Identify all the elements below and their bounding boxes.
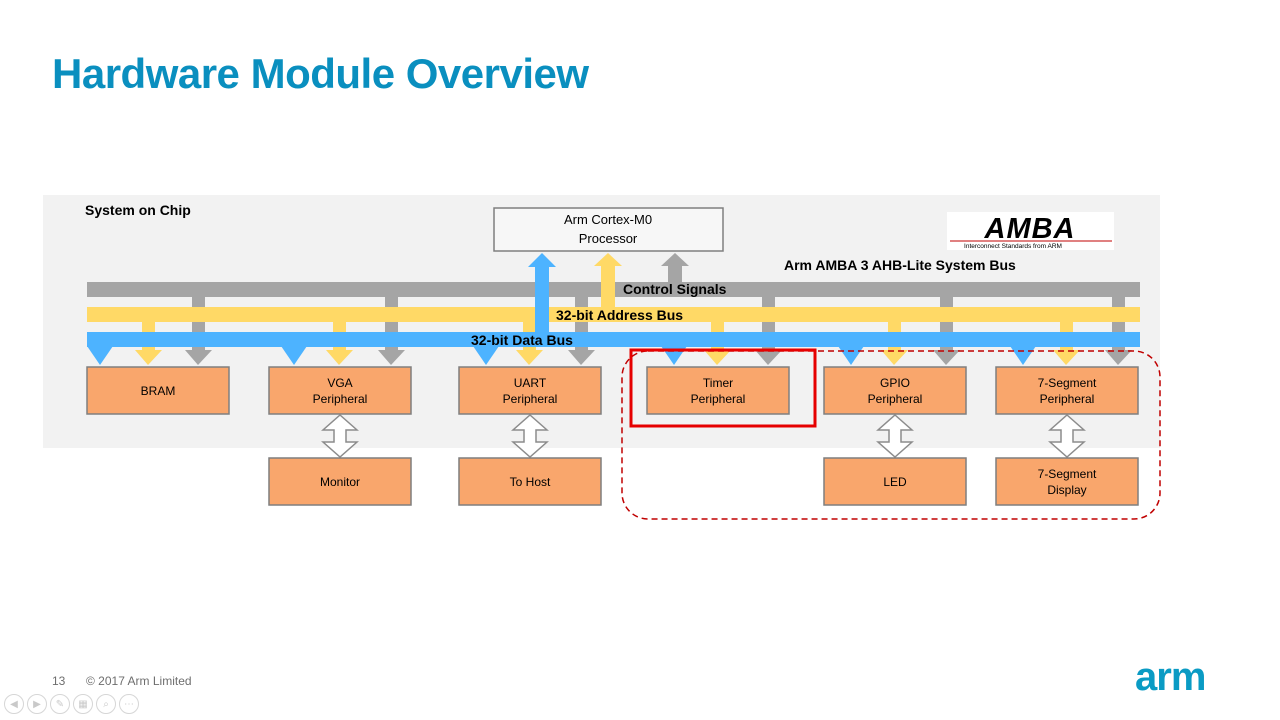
data-bus-label: 32-bit Data Bus (471, 332, 573, 348)
device-sublabel: Display (1047, 483, 1086, 497)
amba-logo-subtitle: Interconnect Standards from ARM (964, 243, 1062, 250)
address-bus (87, 307, 1140, 322)
processor-label-line2: Processor (579, 231, 638, 246)
bus-system-title: Arm AMBA 3 AHB-Lite System Bus (784, 257, 1016, 273)
copyright: © 2017 Arm Limited (86, 674, 192, 688)
peripheral-vga: VGA Peripheral (268, 366, 412, 415)
device-label: To Host (510, 475, 551, 489)
more-icon[interactable]: ⋯ (119, 694, 139, 714)
address-bus-arrowheads (135, 350, 1080, 365)
peripheral-sublabel: Peripheral (1040, 392, 1095, 406)
amba-logo: AMBA Interconnect Standards from ARM (947, 212, 1114, 250)
7segment-display-double-arrow (1048, 413, 1086, 459)
peripheral-group-outline (621, 350, 1161, 520)
processor-address-arrow (594, 253, 622, 313)
zoom-icon[interactable]: ⌕ (96, 694, 116, 714)
processor-data-arrow (528, 253, 556, 336)
peripheral-label: BRAM (141, 384, 176, 398)
device-7segment-display: 7-Segment Display (995, 457, 1139, 506)
soc-label: System on Chip (85, 202, 191, 218)
slides-icon[interactable]: ▦ (73, 694, 93, 714)
peripheral-label: GPIO (880, 376, 910, 390)
peripheral-label: VGA (327, 376, 352, 390)
page-title: Hardware Module Overview (52, 50, 589, 97)
page-number: 13 (52, 674, 66, 688)
peripheral-sublabel: Peripheral (503, 392, 558, 406)
prev-icon[interactable]: ◀ (4, 694, 24, 714)
vga-monitor-double-arrow (321, 413, 359, 459)
control-bus-arrowheads (185, 350, 1132, 365)
processor-box (493, 207, 724, 252)
address-bus-label: 32-bit Address Bus (556, 307, 683, 323)
peripheral-sublabel: Peripheral (691, 392, 746, 406)
peripheral-sublabel: Peripheral (313, 392, 368, 406)
gpio-led-double-arrow (876, 413, 914, 459)
peripheral-label: 7-Segment (1038, 376, 1097, 390)
peripheral-timer: Timer Peripheral (646, 366, 790, 415)
data-bus (87, 332, 1140, 347)
device-led: LED (823, 457, 967, 506)
uart-host-double-arrow (511, 413, 549, 459)
timer-highlight (629, 348, 817, 428)
peripheral-uart: UART Peripheral (458, 366, 602, 415)
peripheral-sublabel: Peripheral (868, 392, 923, 406)
arm-logo: arm (1135, 655, 1206, 699)
peripheral-label: UART (514, 376, 547, 390)
pen-icon[interactable]: ✎ (50, 694, 70, 714)
amba-logo-text: AMBA (984, 213, 1076, 245)
device-label: 7-Segment (1038, 467, 1097, 481)
peripheral-bram: BRAM (86, 366, 230, 415)
peripheral-gpio: GPIO Peripheral (823, 366, 967, 415)
peripheral-7segment: 7-Segment Peripheral (995, 366, 1139, 415)
device-label: Monitor (320, 475, 360, 489)
device-monitor: Monitor (268, 457, 412, 506)
processor-label-line1: Arm Cortex-M0 (564, 212, 652, 227)
processor-control-arrow (661, 253, 689, 285)
control-bus-label: Control Signals (623, 281, 727, 297)
peripheral-label: Timer (703, 376, 733, 390)
slide-navigation: ◀ ▶ ✎ ▦ ⌕ ⋯ (4, 694, 139, 714)
next-icon[interactable]: ▶ (27, 694, 47, 714)
device-label: LED (883, 475, 907, 489)
device-to-host: To Host (458, 457, 602, 506)
